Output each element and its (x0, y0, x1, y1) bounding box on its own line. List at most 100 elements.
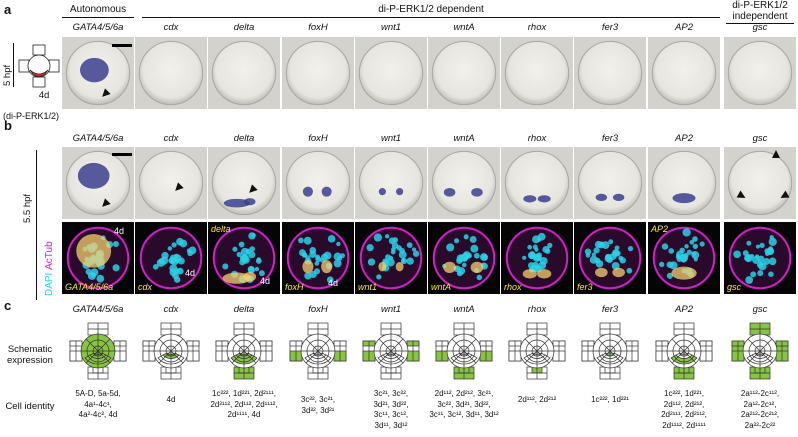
embryo-image-5hpf-ap2 (648, 37, 720, 109)
embryo-image-5-5hpf-gsc (724, 147, 796, 219)
stain-actub: AcTub (44, 241, 55, 270)
cell-identity-line: 2d¹¹², 2d²¹², 3c²¹, (434, 389, 494, 398)
cell-identity-line: 2d¹¹², 2d²¹², (663, 399, 705, 409)
gene-label-ap2: AP2 (675, 304, 693, 315)
nucleus (626, 267, 633, 274)
cell-identity-line: 4a²-4c², 4d (78, 410, 118, 419)
expression-signal (595, 267, 608, 278)
group-independent-bar (726, 23, 794, 24)
group-independent-line1: di-P-ERK1/2 (732, 0, 788, 11)
nucleus (386, 258, 395, 267)
embryo-outline (577, 150, 643, 216)
nucleus (249, 246, 256, 252)
nucleus (764, 248, 770, 254)
cell-identity-line: 1c²²², 1d²²¹, (664, 389, 704, 398)
nucleus (446, 243, 455, 252)
cell-identity-line: 1c²²², 1d²²¹, 2d²¹¹¹, (212, 389, 276, 398)
embryo-outline (285, 150, 351, 216)
embryo-image-5-5hpf-fer3 (574, 147, 646, 219)
embryo-image-5hpf-wnt1 (355, 37, 427, 109)
nucleus (528, 253, 535, 260)
schematic-delta (215, 322, 273, 380)
nucleus (684, 244, 689, 249)
gene-label-gata4-5-6a: GATA4/5/6a (72, 133, 124, 144)
cell-4d-fluorescence-cdx: 4d (185, 268, 196, 278)
cell-identity-cdx: 4d (129, 395, 213, 406)
nucleus (152, 264, 159, 270)
fluorescence-gene-label-gsc: gsc (727, 282, 742, 292)
expression-stain (595, 193, 608, 201)
nucleus (604, 254, 613, 263)
group-dependent: di-P-ERK1/2 dependent (378, 4, 484, 15)
nucleus (757, 255, 765, 263)
embryo-outline (358, 150, 424, 216)
embryo-image-5hpf-rhox (501, 37, 573, 109)
fluorescence-svg (286, 226, 350, 290)
embryo-svg (65, 40, 131, 106)
fluorescence-gene-label-cdx: cdx (138, 282, 153, 292)
expression-stain (77, 162, 110, 189)
nucleus (593, 247, 600, 254)
nucleus (333, 252, 342, 261)
cell-identity-line: 3d²², 3d²¹ (301, 405, 335, 415)
embryo-svg (727, 150, 793, 216)
nucleus (768, 271, 774, 277)
expression-stain (537, 195, 551, 203)
nucleus (85, 268, 92, 275)
nucleus (759, 242, 765, 249)
nucleus (659, 261, 665, 268)
gene-label-wnta: wntA (453, 133, 475, 144)
embryo-svg (577, 150, 643, 216)
nucleus (614, 250, 621, 257)
schematic-ap2 (655, 322, 713, 380)
gene-label-gsc: gsc (752, 22, 768, 33)
gene-label-foxh: foxH (308, 133, 328, 144)
fluorescence-gene-label-ap2: AP2 (651, 224, 669, 234)
nucleus (661, 243, 669, 250)
embryo-outline (651, 150, 717, 216)
nucleus (248, 232, 256, 240)
embryo-image-5-5hpf-foxh (282, 147, 354, 219)
nucleus (686, 249, 693, 255)
embryo-svg (431, 150, 497, 216)
nucleus (176, 267, 184, 275)
nucleus (470, 244, 479, 253)
nucleus (336, 241, 341, 247)
cell-identity-line: 3c¹¹, 3c¹², (373, 410, 409, 419)
nucleus (179, 239, 188, 248)
nucleus (545, 248, 551, 254)
expression-signal (612, 267, 625, 278)
marker-label: (di-P-ERK1/2) (2, 111, 59, 121)
nucleus (689, 239, 695, 245)
fluorescence-svg (66, 226, 130, 290)
nucleus (457, 267, 466, 275)
stage-5hpf-schematic: 5 hpf 4d (2, 40, 62, 102)
gene-label-wnt1: wnt1 (380, 22, 402, 33)
nucleus (692, 243, 698, 249)
gene-label-wnt1: wnt1 (380, 304, 402, 315)
cell-identity-line: 2a¹²-2c¹², (743, 399, 777, 409)
nucleus (584, 248, 592, 255)
embryo-outline (285, 40, 351, 106)
arrowhead-b-gsc-top (772, 150, 780, 158)
nucleus (733, 250, 741, 259)
gene-label-fer3: fer3 (601, 133, 619, 144)
expression-stain (396, 188, 404, 196)
nucleus (315, 256, 322, 263)
panel-label-c: c (4, 298, 12, 313)
embryo-outline (211, 40, 277, 106)
fluorescence-svg (359, 226, 423, 290)
nucleus (547, 242, 553, 249)
nucleus (668, 248, 675, 254)
nucleus (373, 233, 383, 242)
embryo-svg (577, 40, 643, 106)
expression-stain (378, 188, 386, 196)
gene-label-wnt1: wnt1 (380, 133, 402, 144)
nucleus (412, 250, 420, 257)
expression-signal (470, 261, 484, 273)
nucleus (745, 276, 754, 284)
embryo-svg (651, 40, 717, 106)
nucleus (366, 244, 374, 252)
embryo-outline (431, 150, 497, 216)
embryo-image-5-5hpf-gata4-5-6a (62, 147, 134, 219)
